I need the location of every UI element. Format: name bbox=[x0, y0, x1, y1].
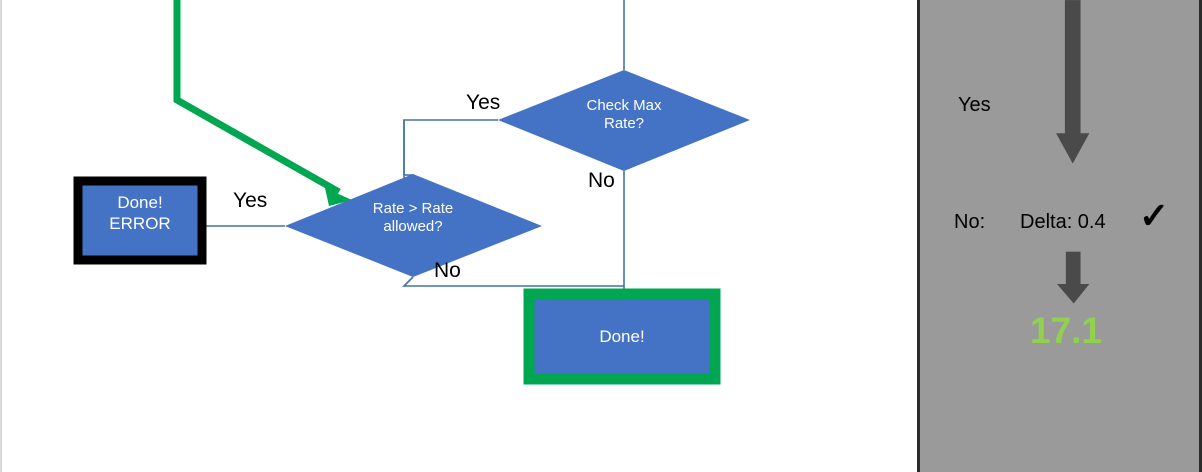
connector-no-rate-allowed-to-done bbox=[402, 276, 624, 287]
node-check-max-rate[interactable] bbox=[498, 70, 750, 171]
node-done-error[interactable] bbox=[73, 176, 207, 265]
flowchart-canvas: Done! ERROR Rate > Rate allowed? Check M… bbox=[2, 0, 917, 472]
inspector-yes-label: Yes bbox=[958, 94, 991, 116]
edge-label-yes-check-max-rate: Yes bbox=[466, 91, 501, 114]
edge-label-no-rate-allowed: No bbox=[434, 259, 461, 282]
inspector-no-label: No: bbox=[954, 211, 986, 233]
long-arrow-head-icon bbox=[1056, 133, 1090, 164]
short-arrow-head-icon bbox=[1057, 283, 1090, 304]
check-icon: ✓ bbox=[1139, 195, 1170, 236]
node-rate-gt-rate-allowed[interactable] bbox=[285, 174, 542, 277]
long-arrow-shaft bbox=[1064, 0, 1081, 136]
short-arrow-shaft bbox=[1065, 251, 1081, 287]
edge-label-no-check-max-rate: No bbox=[588, 169, 615, 192]
green-highlight-path bbox=[173, 0, 341, 196]
green-arrowhead-icon bbox=[325, 188, 352, 206]
edge-label-yes-done-error: Yes bbox=[233, 189, 268, 212]
inspector-result-value: 17.1 bbox=[1030, 310, 1103, 351]
inspector-delta-label: Delta: 0.4 bbox=[1020, 211, 1106, 233]
inspector-vector-layer bbox=[1056, 0, 1090, 304]
flowchart-vector-layer bbox=[73, 0, 750, 385]
node-done[interactable] bbox=[523, 288, 721, 385]
inspector-panel: Yes No: Delta: 0.4 ✓ 17.1 bbox=[917, 0, 1202, 472]
